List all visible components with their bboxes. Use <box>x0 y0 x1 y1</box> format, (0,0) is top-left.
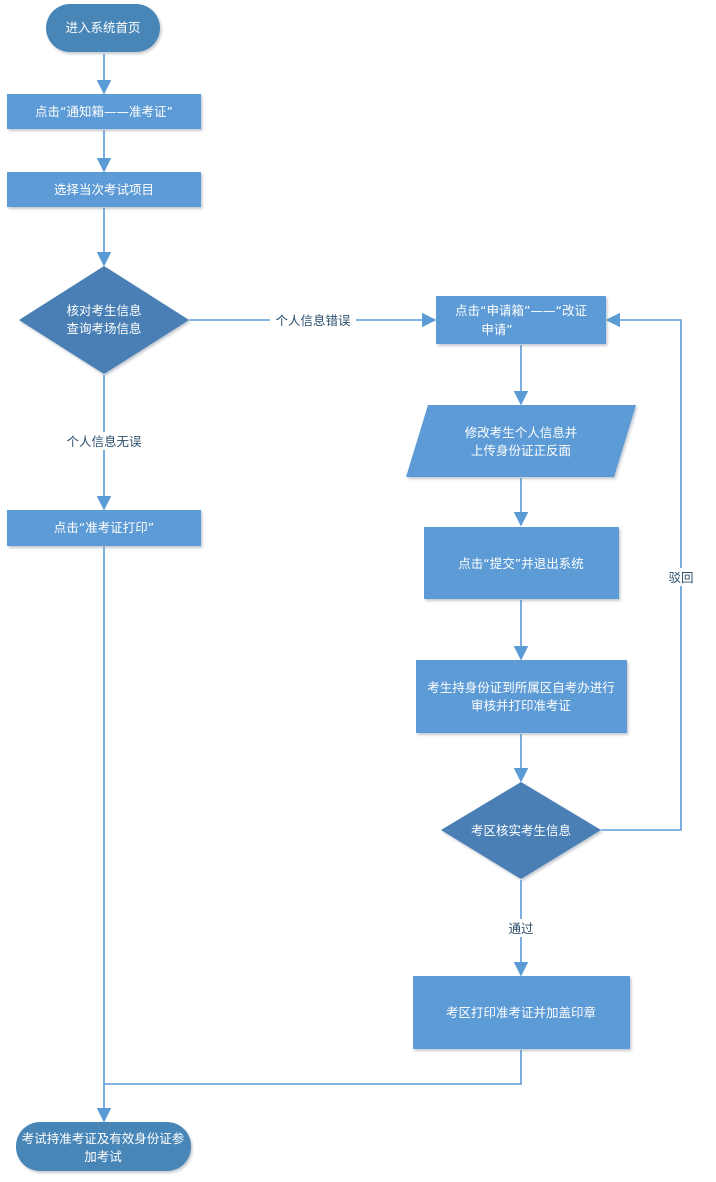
node-verify: 核对考生信息 查询考场信息 <box>19 266 189 374</box>
node-modify-text-1: 修改考生个人信息并 <box>465 425 578 440</box>
node-submit: 点击“提交”并退出系统 <box>424 527 619 599</box>
node-start-shape <box>46 4 160 52</box>
node-district-check-shape <box>441 782 601 879</box>
node-start: 进入系统首页 <box>46 4 160 52</box>
node-district-print-shape <box>413 976 630 1049</box>
label-bg-info-error <box>270 311 356 329</box>
node-print: 点击“准考证打印” <box>7 510 201 546</box>
edge-districtprint-merge <box>104 1050 522 1085</box>
node-apply-text-2: 申请” <box>481 322 512 337</box>
node-verify-text-1: 核对考生信息 <box>66 303 141 318</box>
node-modify: 修改考生个人信息并 上传身份证正反面 <box>406 405 636 477</box>
node-office-text-1: 考生持身份证到所属区自考办进行 <box>427 680 615 695</box>
node-office: 考生持身份证到所属区自考办进行 审核并打印准考证 <box>416 660 627 733</box>
nodes: 进入系统首页 点击“通知箱——准考证” 选择当次考试项目 核对考生信息 查询考场… <box>7 4 636 1171</box>
node-print-shape <box>7 510 201 546</box>
node-verify-text-2: 查询考场信息 <box>66 321 141 336</box>
node-office-text-2: 审核并打印准考证 <box>471 698 572 713</box>
node-district-check-text: 考区核实考生信息 <box>471 823 571 838</box>
label-bg-rejected <box>664 568 698 586</box>
node-apply-text-1: 点击“申请箱”——“改证 <box>455 303 587 318</box>
node-notice: 点击“通知箱——准考证” <box>7 94 201 129</box>
node-select-shape <box>7 172 201 207</box>
node-verify-shape <box>19 266 189 374</box>
label-info-error: 个人信息错误 <box>275 313 351 328</box>
node-select-text: 选择当次考试项目 <box>54 182 154 197</box>
node-notice-text: 点击“通知箱——准考证” <box>35 104 173 119</box>
label-rejected: 驳回 <box>668 570 693 585</box>
node-apply: 点击“申请箱”——“改证 申请” <box>436 296 606 344</box>
node-notice-shape <box>7 94 201 129</box>
node-district-check: 考区核实考生信息 <box>441 782 601 879</box>
node-start-text: 进入系统首页 <box>65 20 140 35</box>
node-district-print: 考区打印准考证并加盖印章 <box>413 976 630 1049</box>
edge-labels: 个人信息错误 个人信息无误 通过 驳回 <box>60 311 698 937</box>
node-end-shape <box>16 1122 191 1171</box>
node-end-text-2: 加考试 <box>84 1149 122 1164</box>
label-info-ok: 个人信息无误 <box>66 434 142 449</box>
node-end: 考试持准考证及有效身份证参 加考试 <box>16 1122 191 1171</box>
node-office-shape <box>416 660 627 733</box>
node-modify-shape <box>406 405 636 477</box>
node-select: 选择当次考试项目 <box>7 172 201 207</box>
node-submit-shape <box>424 527 619 599</box>
label-bg-info-ok <box>60 432 148 450</box>
node-end-text-1: 考试持准考证及有效身份证参 <box>22 1131 185 1146</box>
node-apply-shape <box>436 296 606 344</box>
node-modify-text-2: 上传身份证正反面 <box>471 443 571 458</box>
node-district-print-text: 考区打印准考证并加盖印章 <box>446 1005 596 1020</box>
node-submit-text: 点击“提交”并退出系统 <box>458 556 583 571</box>
label-passed: 通过 <box>508 921 534 936</box>
node-print-text: 点击“准考证打印” <box>54 520 154 535</box>
label-bg-passed <box>502 919 540 937</box>
